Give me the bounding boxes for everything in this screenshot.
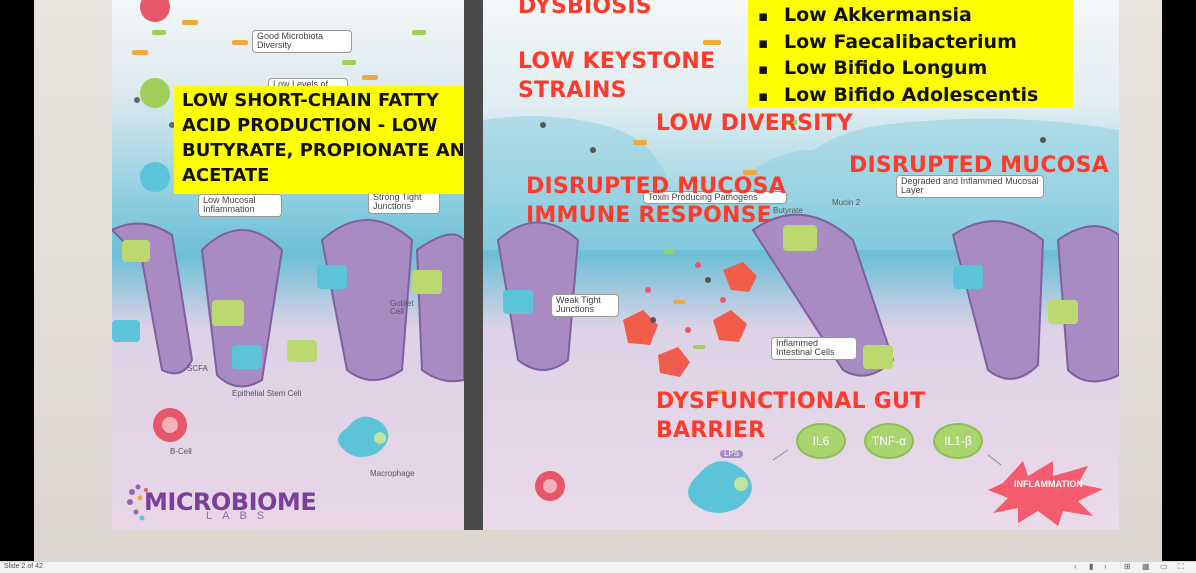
overlay-low-diversity: LOW DIVERSITY	[656, 111, 853, 136]
cytokine-il1: IL1-β	[933, 423, 983, 459]
dysbiosis-icon	[140, 0, 170, 22]
shield-icon	[140, 78, 170, 108]
viewer-status-bar: Slide 2 of 42 ‹ ▮ › ⊞ ▦ ▭ ⛶	[0, 561, 1196, 573]
overlay-gut-barrier: DYSFUNCTIONAL GUT BARRIER	[656, 389, 926, 443]
label-goblet: Goblet Cell	[390, 299, 414, 317]
overlay-low-keystone: LOW KEYSTONE STRAINS	[518, 49, 716, 103]
grid-view-icon[interactable]: ▦	[1142, 562, 1150, 571]
slide-button[interactable]: ▮	[1089, 562, 1094, 571]
label-good-diversity: Good Microbiota Diversity	[252, 30, 352, 53]
slide-indicator: Slide 2 of 42	[4, 563, 43, 570]
slide-sorter-icon[interactable]: ⊞	[1124, 562, 1131, 571]
logo-subtitle: LABS	[206, 510, 275, 522]
cytokine-il6: IL6	[796, 423, 846, 459]
strain-item: Low Bifido Longum	[758, 56, 1063, 83]
scfa-highlight-box: LOW SHORT-CHAIN FATTY ACID PRODUCTION - …	[174, 86, 495, 194]
fit-view-icon[interactable]: ⛶	[1178, 562, 1184, 571]
overlay-dysbiosis: DYSBIOSIS	[518, 0, 652, 19]
label-toxin-pathogens: Toxin Producing Pathogens	[643, 191, 787, 205]
label-mucin: Mucin 2	[832, 198, 861, 207]
label-weak-junctions: Weak Tight Junctions	[551, 294, 619, 317]
strain-item: Low Faecalibacterium	[758, 30, 1063, 57]
cytokine-tnf: TNF-α	[864, 423, 914, 459]
label-scfa: SCFA	[187, 364, 208, 373]
logo-dots-icon	[127, 484, 148, 521]
overlay-disrupted-mucosa: DISRUPTED MUCOSA	[849, 153, 1109, 178]
label-inflamed-cells: Inflammed Intestinal Cells	[771, 337, 857, 360]
tools-icon	[140, 162, 170, 192]
healthy-gut-illustration	[112, 20, 464, 457]
panel-divider	[464, 0, 483, 530]
strain-item: Low Akkermansia	[758, 3, 1063, 30]
dysbiosis-illustration	[483, 40, 1119, 526]
label-inflammation: INFLAMMATION	[1014, 479, 1083, 489]
slide-viewport: Good Microbiota Diversity Low Levels of …	[0, 0, 1196, 561]
overlay-immune-response: DISRUPTED MUCOSA IMMUNE RESPONSE	[526, 174, 786, 228]
label-strong-junctions: Strong Tight Junctions	[368, 191, 440, 214]
label-low-inflammation: Low Mucosal Inflammation	[198, 194, 282, 217]
label-degraded-mucosa: Degraded and Inflammed Mucosal Layer	[896, 175, 1044, 198]
lps-badge: LPS	[720, 449, 744, 459]
normal-view-icon[interactable]: ▭	[1160, 562, 1168, 571]
prev-slide-button[interactable]: ‹	[1074, 562, 1077, 571]
logo-wordmark: MICROBIOME	[144, 488, 317, 516]
label-butyrate: Butyrate	[773, 206, 803, 215]
keystone-strains-box: Low Akkermansia Low Faecalibacterium Low…	[748, 0, 1073, 108]
strain-list: Low Akkermansia Low Faecalibacterium Low…	[758, 3, 1063, 109]
strain-item: Low Bifido Adolescentis	[758, 83, 1063, 110]
label-macrophage: Macrophage	[370, 469, 415, 478]
microbiome-labs-logo: MICROBIOME LABS	[126, 482, 317, 527]
next-slide-button[interactable]: ›	[1104, 562, 1107, 571]
label-stem-cell: Epithelial Stem Cell	[232, 389, 302, 398]
label-b-cell: B-Cell	[170, 447, 192, 456]
